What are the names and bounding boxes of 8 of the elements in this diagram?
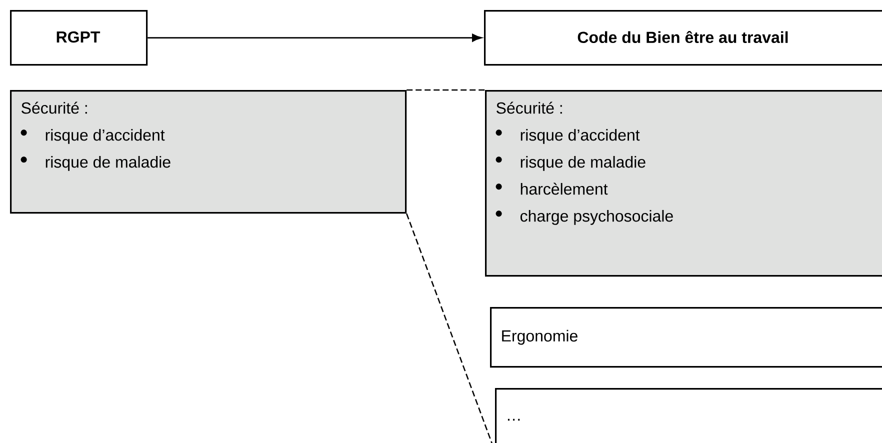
connector-line <box>406 89 485 91</box>
category-box: Sécurité : risque d’accident risque de maladie harcèlement charge psychosociale <box>485 90 882 277</box>
category-box: … <box>495 388 882 443</box>
category-box: Sécurité : risque d’accident risque de maladie <box>10 90 407 214</box>
category-box: Ergonomie <box>490 307 882 368</box>
title-box: Code du Bien être au travail <box>484 10 882 66</box>
arrow <box>148 34 482 42</box>
title-box: RGPT <box>10 10 148 66</box>
